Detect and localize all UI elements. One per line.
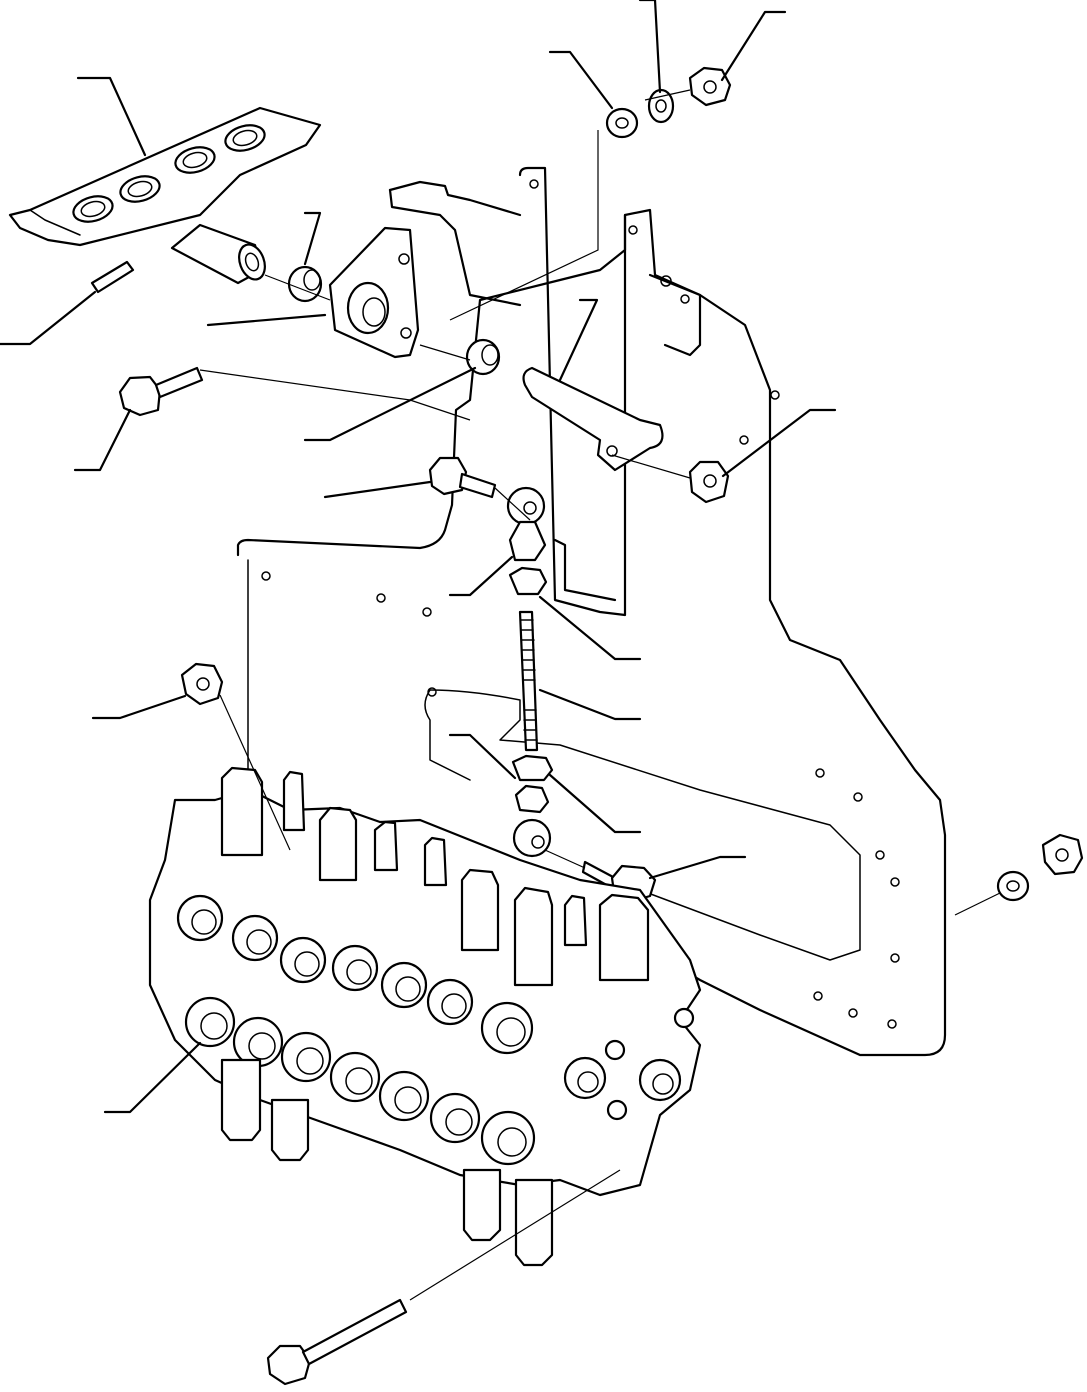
- hex-bolt-1: [118, 366, 204, 417]
- bushing-2: [465, 338, 501, 376]
- nut-far-right: [1041, 833, 1084, 876]
- lower-ball-joint: [512, 784, 552, 858]
- nut-plate-left: [180, 662, 224, 706]
- foot-pedal: [8, 106, 322, 285]
- upper-ball-joint: [506, 486, 547, 562]
- control-valve-block: [148, 766, 702, 1267]
- threaded-rod: [518, 610, 539, 752]
- long-bolt: [266, 1298, 408, 1386]
- mounting-plate: [236, 208, 947, 1057]
- pedal-arm-lever: [522, 366, 664, 472]
- roll-pin: [90, 260, 135, 294]
- nut-lever: [688, 460, 730, 504]
- washer-far-right: [996, 870, 1030, 902]
- lower-jam-nut: [511, 754, 554, 782]
- pedal-support-bracket: [388, 166, 702, 617]
- bushing: [287, 265, 323, 303]
- flat-washer: [605, 107, 639, 139]
- callout-leaders: [0, 0, 837, 1114]
- upper-jam-nut: [508, 566, 548, 596]
- hex-bolt-2: [428, 456, 497, 499]
- nut-top-right: [688, 66, 732, 107]
- pivot-bracket: [328, 226, 420, 359]
